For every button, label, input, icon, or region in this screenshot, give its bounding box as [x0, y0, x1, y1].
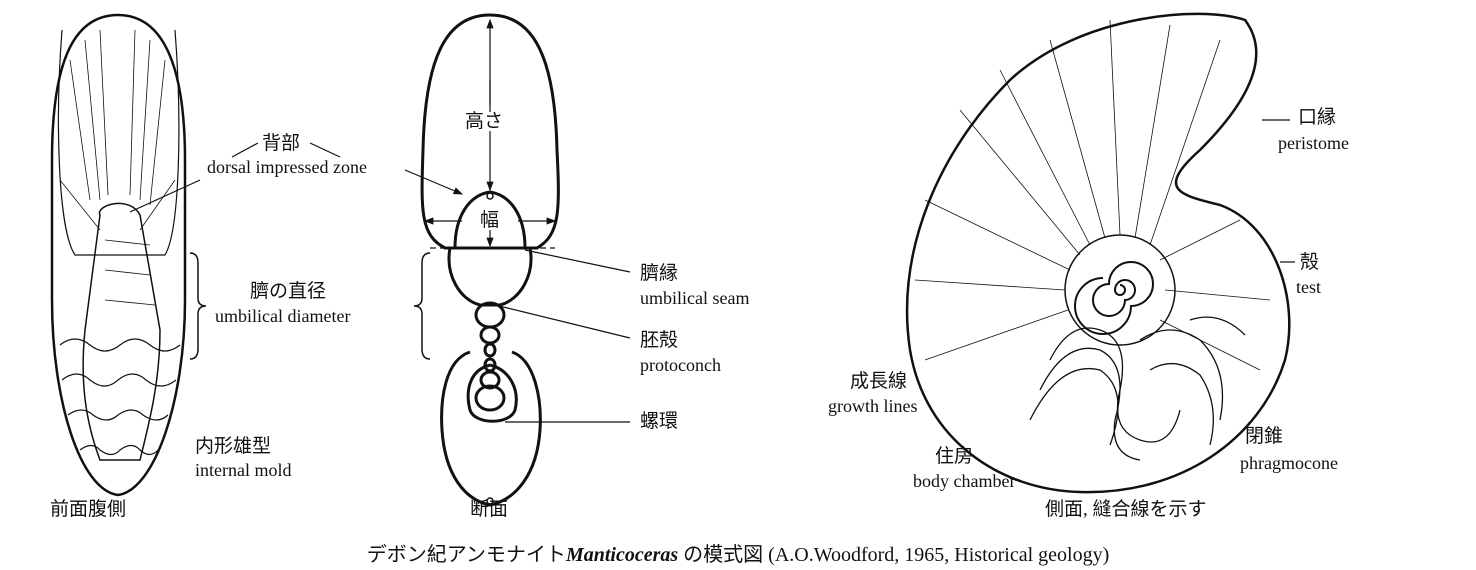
umbilical-seam-en: umbilical seam — [640, 288, 750, 308]
width-label: 幅 — [480, 210, 500, 231]
caption-suffix: の模式図 (A.O.Woodford, 1965, Historical geo… — [678, 544, 1110, 566]
dorsal-label-jp: 背部 — [262, 133, 301, 154]
internal-mold-en: internal mold — [195, 460, 292, 480]
front-view-leaders — [129, 142, 341, 360]
caption-genus: Manticoceras — [565, 544, 679, 566]
side-view-ammonite — [905, 12, 1291, 494]
phragmocone-en: phragmocone — [1240, 453, 1338, 473]
front-view-shell — [50, 13, 187, 497]
growth-lines-en: growth lines — [828, 396, 918, 416]
figure-caption: デボン紀アンモナイトManticoceras の模式図 (A.O.Woodfor… — [0, 538, 1476, 567]
dorsal-label-en: dorsal impressed zone — [207, 157, 367, 177]
peristome-en: peristome — [1278, 133, 1349, 153]
section-view-title: 断面 — [470, 499, 509, 520]
protoconch-jp: 胚殻 — [640, 330, 679, 351]
internal-mold-jp: 内形雄型 — [195, 436, 272, 457]
body-chamber-en: body chamber — [913, 471, 1016, 491]
test-jp: 殻 — [1300, 252, 1320, 273]
body-chamber-jp: 住房 — [935, 446, 974, 467]
umbilical-diameter-en: umbilical diameter — [215, 306, 351, 326]
phragmocone-jp: 閉錐 — [1245, 426, 1284, 447]
umbilical-seam-jp: 臍縁 — [640, 263, 679, 284]
peristome-jp: 口縁 — [1298, 107, 1337, 128]
protoconch-en: protoconch — [640, 355, 721, 375]
umbilical-diameter-jp: 臍の直径 — [250, 281, 327, 302]
front-view-title: 前面腹側 — [50, 499, 127, 520]
height-label: 高さ — [465, 111, 504, 132]
caption-prefix: デボン紀アンモナイト — [366, 544, 566, 566]
side-view-title: 側面, 縫合線を示す — [1045, 499, 1207, 520]
side-view-leaders — [1262, 119, 1295, 263]
growth-lines-jp: 成長線 — [850, 371, 908, 392]
test-en: test — [1296, 277, 1321, 297]
whorl-label: 螺環 — [640, 411, 679, 432]
section-view-annotations — [404, 18, 631, 423]
